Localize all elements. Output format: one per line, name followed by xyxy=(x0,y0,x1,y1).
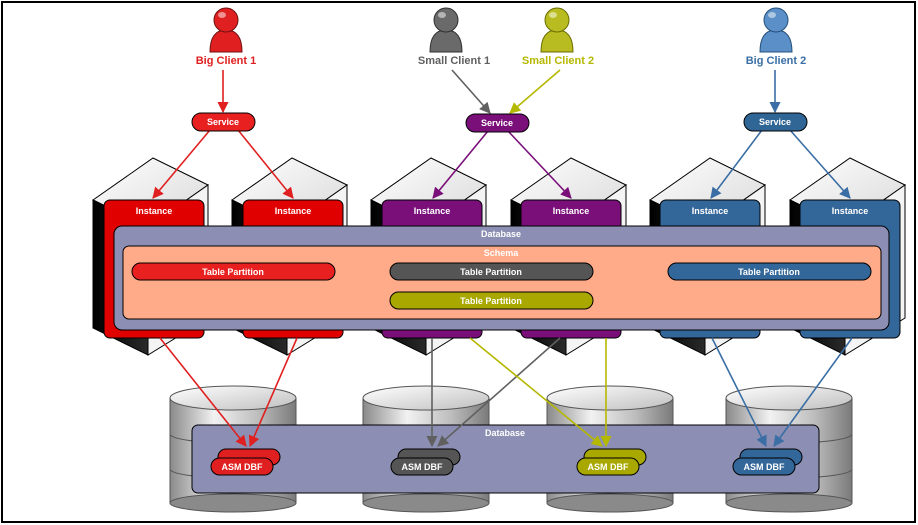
asm-dbf: ASM DBF xyxy=(210,448,281,476)
person-icon xyxy=(759,7,793,53)
asm-label: ASM DBF xyxy=(744,462,785,472)
database-label: Database xyxy=(481,229,521,239)
connector-arrow xyxy=(507,130,572,199)
person-icon xyxy=(209,7,243,53)
service-label: Service xyxy=(481,118,513,128)
asm-label: ASM DBF xyxy=(222,462,263,472)
instance-label: Instance xyxy=(553,206,590,216)
database-box xyxy=(191,424,820,494)
connector-arrow xyxy=(432,130,489,199)
partition-label: Table Partition xyxy=(202,267,264,277)
connector-arrow xyxy=(437,337,561,447)
client-big-1: Big Client 1 xyxy=(196,7,257,67)
instance-label: Instance xyxy=(832,206,869,216)
connector-arrow xyxy=(789,129,851,199)
asm-label: ASM DBF xyxy=(402,462,443,472)
instance-label: Instance xyxy=(275,206,312,216)
partition-label: Table Partition xyxy=(460,267,522,277)
connector-arrow xyxy=(451,69,491,114)
client-label: Big Client 1 xyxy=(196,55,257,67)
asm-dbf: ASM DBF xyxy=(732,448,803,476)
connector-arrow xyxy=(152,129,211,199)
connector-arrow xyxy=(710,129,763,199)
client-label: Small Client 1 xyxy=(418,55,490,67)
client-small-2: Small Client 2 xyxy=(522,7,594,67)
partition-label: Table Partition xyxy=(738,267,800,277)
table-partition xyxy=(389,291,594,310)
instance-label: Instance xyxy=(136,206,173,216)
database-panel-top: Database Schema Table Partition Table Pa… xyxy=(113,225,890,331)
asm-label: ASM DBF xyxy=(588,462,629,472)
instance-storage-connectors xyxy=(159,337,853,448)
service-label: Service xyxy=(759,117,791,127)
connector-arrow xyxy=(509,69,561,114)
database-panel-bottom: Database xyxy=(191,424,820,494)
connector-arrow xyxy=(469,337,603,447)
partition-label: Table Partition xyxy=(460,296,522,306)
client-big-2: Big Client 2 xyxy=(746,7,807,67)
client-service-connectors xyxy=(217,69,781,114)
connector-arrow xyxy=(248,337,298,448)
asm-dbf: ASM DBF xyxy=(576,448,647,476)
person-icon xyxy=(540,7,574,53)
asm-files: ASM DBF ASM DBF ASM DBF ASM DBF xyxy=(210,448,803,476)
table-partition xyxy=(131,262,336,281)
client-label: Big Client 2 xyxy=(746,55,807,67)
service-pill xyxy=(743,112,808,132)
services: Service Service Service xyxy=(191,112,808,133)
service-instance-connectors xyxy=(152,129,851,199)
client-small-1: Small Client 1 xyxy=(418,7,490,67)
connector-arrow xyxy=(773,337,853,447)
connector-arrow xyxy=(711,337,767,448)
connector-arrow xyxy=(159,337,247,447)
table-partition xyxy=(667,262,872,281)
schema-label: Schema xyxy=(484,248,520,258)
service-pill xyxy=(191,112,256,132)
service-label: Service xyxy=(207,117,239,127)
database-label: Database xyxy=(485,428,525,438)
connector-arrow xyxy=(237,129,294,199)
table-partition xyxy=(389,262,594,281)
instance-label: Instance xyxy=(692,206,729,216)
instance-label: Instance xyxy=(414,206,451,216)
service-pill xyxy=(465,113,530,133)
person-icon xyxy=(429,7,463,53)
asm-dbf: ASM DBF xyxy=(390,448,461,476)
client-label: Small Client 2 xyxy=(522,55,594,67)
